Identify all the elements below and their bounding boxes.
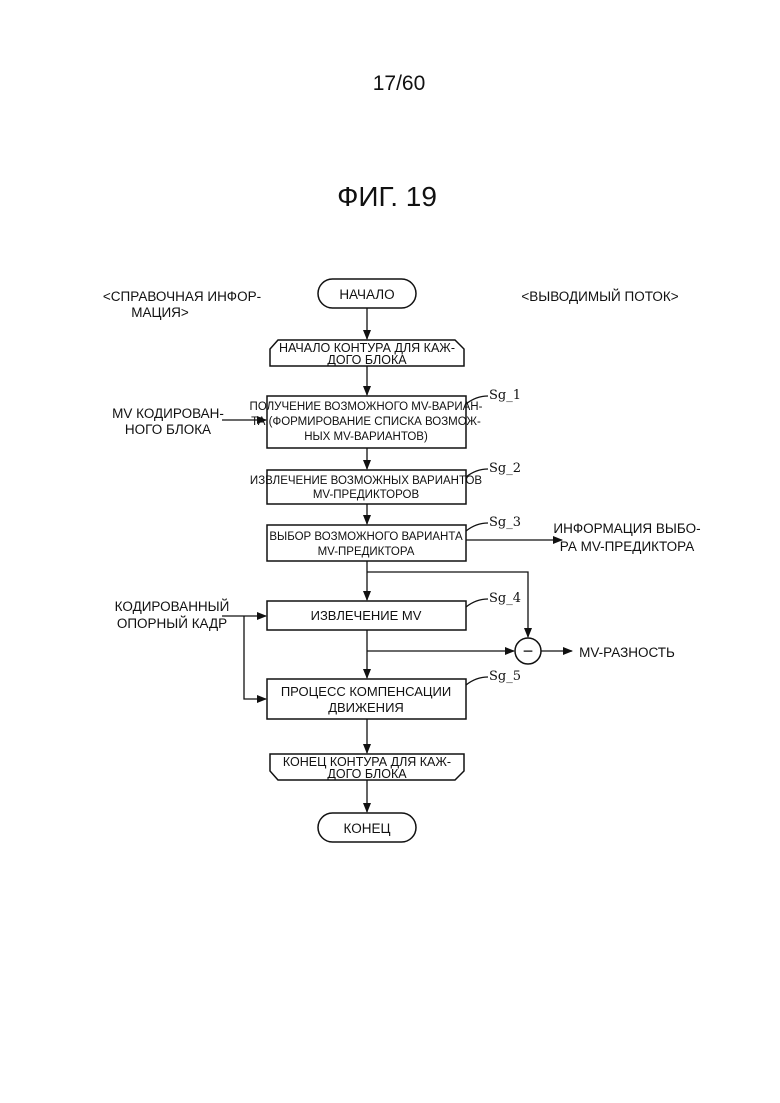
step-sg2-box: ИЗВЛЕЧЕНИЕ ВОЗМОЖНЫХ ВАРИАНТОВ MV-ПРЕДИК… bbox=[250, 470, 482, 504]
svg-text:КОДИРОВАННЫЙ: КОДИРОВАННЫЙ bbox=[115, 599, 230, 614]
svg-text:НОГО БЛОКА: НОГО БЛОКА bbox=[125, 422, 211, 437]
svg-text:ДОГО БЛОКА: ДОГО БЛОКА bbox=[327, 767, 407, 781]
svg-text:ТА (ФОРМИРОВАНИЕ СПИСКА ВОЗМОЖ: ТА (ФОРМИРОВАНИЕ СПИСКА ВОЗМОЖ- bbox=[251, 416, 481, 428]
svg-text:РА MV-ПРЕДИКТОРА: РА MV-ПРЕДИКТОРА bbox=[560, 539, 695, 554]
svg-text:Sg_5: Sg_5 bbox=[489, 669, 521, 684]
step-sg4-box: ИЗВЛЕЧЕНИЕ MV bbox=[267, 601, 466, 630]
svg-text:Sg_2: Sg_2 bbox=[489, 461, 521, 476]
svg-text:ДВИЖЕНИЯ: ДВИЖЕНИЯ bbox=[328, 700, 404, 715]
mv-coded-block-label: MV КОДИРОВАН- НОГО БЛОКА bbox=[112, 406, 224, 437]
svg-text:ПРОЦЕСС КОМПЕНСАЦИИ: ПРОЦЕСС КОМПЕНСАЦИИ bbox=[281, 684, 451, 699]
loop-start-box: НАЧАЛО КОНТУРА ДЛЯ КАЖ- ДОГО БЛОКА bbox=[270, 340, 464, 367]
subtractor-node: − bbox=[515, 638, 541, 664]
step-label-sg3: Sg_3 bbox=[466, 515, 521, 531]
figure-title: ФИГ. 19 bbox=[337, 181, 437, 212]
start-terminal: НАЧАЛО bbox=[318, 279, 416, 308]
page-number: 17/60 bbox=[373, 72, 426, 95]
svg-text:ВЫБОР ВОЗМОЖНОГО ВАРИАНТА: ВЫБОР ВОЗМОЖНОГО ВАРИАНТА bbox=[269, 531, 463, 543]
svg-text:КОНЕЦ: КОНЕЦ bbox=[344, 821, 391, 836]
svg-text:ПОЛУЧЕНИЕ ВОЗМОЖНОГО MV-ВАРИАН: ПОЛУЧЕНИЕ ВОЗМОЖНОГО MV-ВАРИАН- bbox=[250, 401, 483, 413]
end-terminal: КОНЕЦ bbox=[318, 813, 416, 842]
svg-text:НАЧАЛО: НАЧАЛО bbox=[339, 287, 394, 302]
step-sg5-box: ПРОЦЕСС КОМПЕНСАЦИИ ДВИЖЕНИЯ bbox=[267, 679, 466, 719]
svg-text:MV-ПРЕДИКТОРА: MV-ПРЕДИКТОРА bbox=[318, 546, 415, 558]
step-label-sg4: Sg_4 bbox=[466, 591, 521, 607]
coded-reference-frame-label: КОДИРОВАННЫЙ ОПОРНЫЙ КАДР bbox=[115, 599, 230, 631]
step-label-sg5: Sg_5 bbox=[466, 669, 521, 685]
step-sg3-box: ВЫБОР ВОЗМОЖНОГО ВАРИАНТА MV-ПРЕДИКТОРА bbox=[267, 525, 466, 561]
svg-text:MV-ПРЕДИКТОРОВ: MV-ПРЕДИКТОРОВ bbox=[313, 489, 420, 501]
svg-text:ОПОРНЫЙ КАДР: ОПОРНЫЙ КАДР bbox=[117, 616, 227, 631]
mv-predictor-selection-info-label: ИНФОРМАЦИЯ ВЫБО- РА MV-ПРЕДИКТОРА bbox=[553, 521, 700, 554]
svg-text:ИЗВЛЕЧЕНИЕ MV: ИЗВЛЕЧЕНИЕ MV bbox=[311, 608, 422, 623]
minus-sign: − bbox=[523, 641, 534, 661]
reference-info-label: <СПРАВОЧНАЯ ИНФОР- МАЦИЯ> bbox=[103, 289, 261, 320]
step-sg1-box: ПОЛУЧЕНИЕ ВОЗМОЖНОГО MV-ВАРИАН- ТА (ФОРМ… bbox=[250, 396, 483, 448]
svg-text:Sg_4: Sg_4 bbox=[489, 591, 521, 606]
svg-text:ДОГО БЛОКА: ДОГО БЛОКА bbox=[327, 353, 407, 367]
svg-text:ИНФОРМАЦИЯ ВЫБО-: ИНФОРМАЦИЯ ВЫБО- bbox=[553, 521, 700, 536]
svg-text:Sg_3: Sg_3 bbox=[489, 515, 521, 530]
output-stream-label: <ВЫВОДИМЫЙ ПОТОК> bbox=[521, 289, 678, 304]
svg-text:НЫХ MV-ВАРИАНТОВ): НЫХ MV-ВАРИАНТОВ) bbox=[304, 431, 428, 443]
mv-difference-label: MV-РАЗНОСТЬ bbox=[579, 645, 675, 660]
svg-text:MV КОДИРОВАН-: MV КОДИРОВАН- bbox=[112, 406, 224, 421]
reference-frame-arrows bbox=[222, 616, 266, 699]
svg-text:МАЦИЯ>: МАЦИЯ> bbox=[131, 305, 189, 320]
loop-end-box: КОНЕЦ КОНТУРА ДЛЯ КАЖ- ДОГО БЛОКА bbox=[270, 754, 464, 781]
svg-text:<СПРАВОЧНАЯ ИНФОР-: <СПРАВОЧНАЯ ИНФОР- bbox=[103, 289, 261, 304]
svg-text:ИЗВЛЕЧЕНИЕ ВОЗМОЖНЫХ ВАРИАНТОВ: ИЗВЛЕЧЕНИЕ ВОЗМОЖНЫХ ВАРИАНТОВ bbox=[250, 475, 482, 487]
svg-text:Sg_1: Sg_1 bbox=[489, 388, 521, 403]
